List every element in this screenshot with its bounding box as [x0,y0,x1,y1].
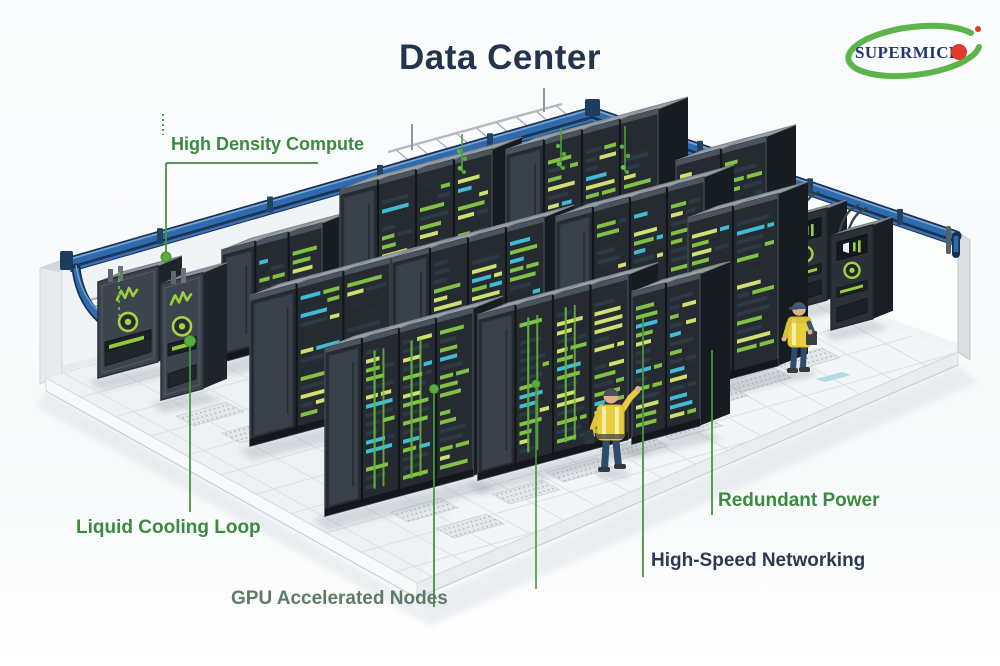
green-vine-icon [456,134,468,174]
label-high-speed-networking: High-Speed Networking [651,550,866,571]
technician-figure [781,302,851,382]
green-vine-icon [555,128,567,170]
supermicro-logo: SUPERMICR [845,22,982,80]
leader-dot-gpu-b [531,379,541,389]
logo-swoosh-icon [845,22,982,80]
leader-dot-high-density [160,251,172,263]
logo-o-dot-icon [951,44,967,60]
annotation-leaders [118,114,713,607]
green-vine-icon [619,126,631,174]
liquid-cooling-unit [151,262,228,413]
page-title: Data Center [399,38,601,77]
leader-dot-liquid-cooling [184,335,196,347]
label-redundant-power: Redundant Power [718,490,880,511]
leader-dot-gpu-a [429,384,439,394]
power-cabinet [823,203,894,341]
server-rack-cluster [620,261,731,459]
label-liquid-cooling-loop: Liquid Cooling Loop [76,517,261,538]
logo-small-dot-icon [975,26,981,32]
label-high-density-compute: High Density Compute [171,134,365,154]
logo-text: SUPERMICR [855,43,962,62]
label-gpu-accelerated-nodes: GPU Accelerated Nodes [231,588,448,609]
coolant-pipe-busway [60,99,962,357]
gpu-rack-cluster [313,295,504,531]
technician-figure [583,386,641,479]
